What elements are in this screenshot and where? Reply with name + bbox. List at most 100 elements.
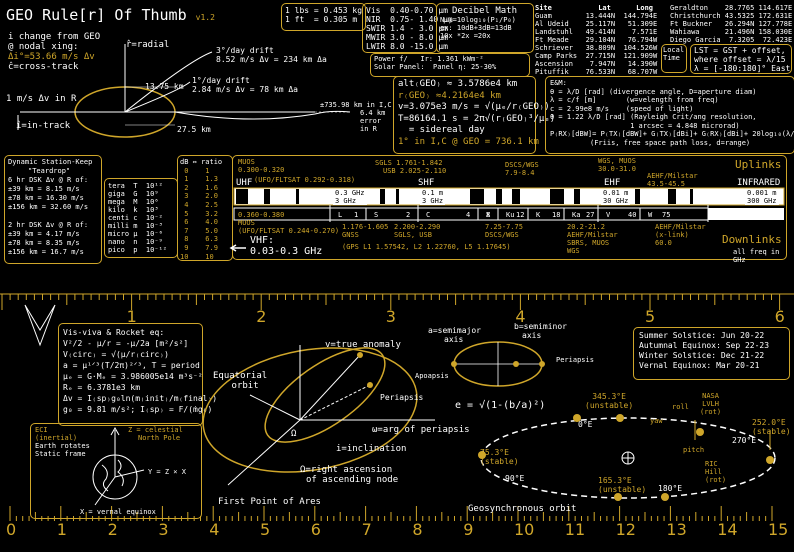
site-row: Geraldton 28.7765 114.617E: [670, 4, 793, 12]
ruler-cm-label: 12: [616, 520, 636, 539]
eci-z-label: Z = celestial North Pole: [128, 426, 183, 442]
spectrum-ufo-top: (UFO/FLTSAT 0.292-0.318): [254, 176, 356, 184]
semiminor-label: b=semiminor axis: [514, 322, 567, 340]
uplinks-label: Uplinks: [735, 158, 782, 171]
raan-label: Ω=right ascension of ascending node: [300, 465, 399, 485]
pitch-label: pitch: [683, 446, 705, 454]
eci-box: ECI (inertial) Earth rotates Static fram…: [30, 423, 202, 519]
error-label: ±735.98 km in I,C 6.4 km error in R: [320, 101, 392, 133]
spectrum-allocation-bar: [264, 189, 270, 204]
prefix-row: mega M 10⁶: [108, 198, 159, 206]
eci-y-label: Y = Z × X: [148, 468, 186, 476]
band-letter: K: [536, 211, 541, 219]
conversion-box: 1 lbs = 0.453 kg 1 ft = 0.305 m: [281, 3, 366, 31]
site-row: Ft Buckner 26.294N 127.778E: [670, 20, 793, 28]
band-letter: X: [486, 211, 491, 219]
band-start-label: 27: [586, 211, 594, 219]
ratio-row: 6 4.0: [180, 218, 218, 227]
apoapsis-label: Apoapsis: [415, 372, 449, 380]
ruler-cm-label: 10: [514, 520, 534, 539]
band-start-label: 40: [628, 211, 636, 219]
ratio-row: 10 10: [180, 252, 214, 261]
semimajor-label: a=semimajor axis: [428, 326, 481, 344]
site-row: Guam 13.444N 144.794E: [535, 12, 658, 20]
prefix-row: nano n 10⁻⁹: [108, 238, 163, 246]
ratio-row: 9 7.9: [180, 243, 218, 252]
ehf-label: EHF: [604, 178, 621, 188]
spectrum-allocation-bar: [380, 189, 385, 204]
ruler-inch-label: 6: [775, 307, 785, 326]
first-point-aries-label: First Point of Ares: [218, 497, 321, 507]
ir-range: 0.001 m 300 GHz: [745, 189, 779, 205]
site-row: Al Udeid 25.117N 51.309E: [535, 20, 658, 28]
spectrum-allocation-bar: [296, 189, 299, 204]
spectrum-dscs-top: DSCS/WGS 7.9-8.4: [505, 161, 539, 177]
spectrum-allocation-bar: [512, 189, 520, 204]
band-start-label: 4: [466, 211, 470, 219]
prefix-row: centi c 10⁻²: [108, 214, 163, 222]
prefix-row: giga G 10⁹: [108, 190, 159, 198]
infrared-label: INFRARED: [737, 178, 781, 188]
ric-hill-label: RIC Hill (rot): [705, 460, 727, 484]
allfreq-label: all freq in GHz: [733, 248, 780, 264]
yaw-label: yaw: [650, 417, 663, 425]
ruler-cm-label: 15: [768, 520, 788, 539]
lst-box: LST = GST + offset, where offset = λ/15 …: [690, 44, 792, 74]
ruler-inch-label: 1: [127, 307, 137, 326]
spectrum-allocation-bar: [496, 189, 502, 204]
spectrum-allocation-bar: [668, 189, 676, 204]
ruler-cm-label: 5: [260, 520, 270, 539]
em-box: E&M: θ = λ/D [rad] (divergence angle, D=…: [545, 76, 794, 154]
prefix-row: micro μ 10⁻⁶: [108, 230, 163, 238]
drift-curve-1: [124, 81, 191, 113]
nasa-lvlh-label: NASA LVLH (rot): [700, 392, 722, 416]
band-start-label: 18: [552, 211, 560, 219]
prefix-row: tera T 10¹²: [108, 182, 163, 190]
geo-165-label: 165.3°E (unstable): [598, 476, 647, 494]
ruler-inch-label: 4: [515, 307, 525, 326]
spectrum-allocation-bar: [574, 189, 580, 204]
radial-label: r̂=radial: [126, 40, 170, 50]
ruler-inch-label: 2: [256, 307, 266, 326]
geo-90-label: 90°E: [505, 474, 525, 483]
ruler-cm-label: 2: [108, 520, 118, 539]
spectrum-allocation-bar: [635, 189, 640, 204]
site-row: Schriever 38.809N 104.526W: [535, 44, 658, 52]
spectrum-allocation-bar: [560, 189, 564, 204]
periapsis-label-2: Periapsis: [556, 356, 594, 364]
geo-altitude-box: alt₍GEO₎ ≈ 3.5786e4 km r₍GEO₎ ≈4.2164e4 …: [393, 76, 555, 154]
spectrum-allocation-bar: [236, 189, 248, 204]
spectrum-sgls: SGLS 1.761-1.842 USB 2.025-2.110: [375, 159, 447, 175]
true-anomaly-label: v=true anomaly: [325, 340, 401, 350]
shf-range: 0.1 m 3 GHz: [420, 189, 446, 205]
spectrum-aehf-top: AEHF/Milstar: [647, 172, 698, 180]
spectrum-muos-low: 0.360-0.380 MUOS (UFO/FLTSAT 0.244-0.270…: [238, 211, 340, 235]
spectrum-muos-top: MUOS 0.300-0.320: [238, 158, 285, 174]
ratio-row: 7 5.0: [180, 226, 218, 235]
dist-13-label: 13.75 km: [145, 82, 184, 91]
geo-change-line: @ nodal xing:: [8, 42, 79, 52]
ehf-range: 0.01 m 30 GHz: [601, 189, 631, 205]
page-title: GEO Rule[r] Of Thumb v1.2: [6, 6, 215, 24]
site-row: Christchurch 43.5325 172.631E: [670, 12, 793, 20]
geo-change-line: ĉ=cross-track: [8, 62, 79, 72]
spectrum-dscs-low: 7.25-7.75 DSCS/WGS: [485, 223, 523, 239]
site-row: Ascension 7.947N 14.390W: [535, 60, 658, 68]
ruler-cm-label: 14: [717, 520, 737, 539]
ratio-row: 8 6.3: [180, 235, 218, 244]
omega-symbol: Ω: [291, 429, 297, 439]
ratio-row: 2 1.6: [180, 183, 218, 192]
dsk-box: Dynamic Station-Keep "Teardrop" 6 hr DSK…: [4, 155, 102, 264]
spectrum-aehf-top-range: 43.5-45.5: [647, 180, 685, 188]
ruler-cm-label: 11: [565, 520, 585, 539]
visviva-box: Vis-viva & Rocket eq: V²/2 - μ/r = -μ/2a…: [58, 323, 217, 426]
drift-curve-3: [124, 51, 213, 113]
ratio-row: 5 3.2: [180, 209, 218, 218]
shf-label: SHF: [418, 178, 435, 188]
dist-27-label: 27.5 km: [177, 125, 211, 134]
